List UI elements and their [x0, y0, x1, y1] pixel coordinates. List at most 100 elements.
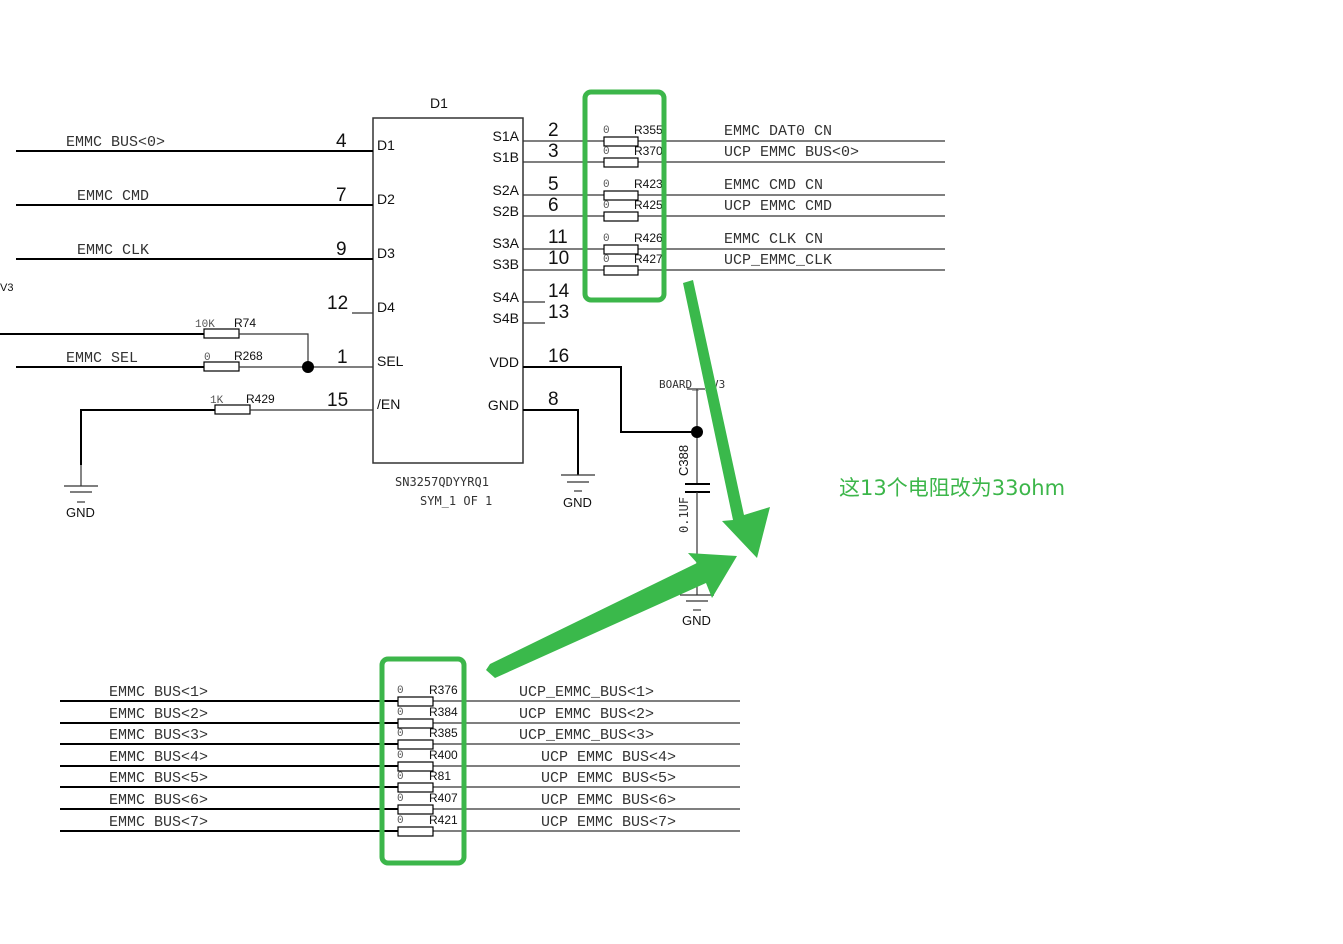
- resistor-refdes: R74: [234, 316, 256, 330]
- pin-number: 5: [548, 174, 559, 195]
- junction-dot: [691, 426, 703, 438]
- resistor-value: 0: [603, 179, 610, 191]
- resistor-refdes: R81: [429, 769, 451, 783]
- ground-symbol: [64, 465, 98, 503]
- net-label: UCP_EMMC_BUS<3>: [519, 727, 654, 744]
- annotation-note: 这13个电阻改为33ohm: [839, 476, 1066, 500]
- resistor-refdes: R400: [429, 748, 458, 762]
- net-label: UCP EMMC BUS<5>: [541, 770, 676, 787]
- net-label: EMMC BUS<1>: [109, 684, 208, 701]
- resistor-body: [603, 157, 639, 168]
- pin-number: 4: [336, 131, 347, 152]
- resistor-row: 0 R376 EMMC BUS<1> UCP_EMMC_BUS<1>: [60, 683, 740, 707]
- pin-name: D1: [377, 137, 395, 153]
- chip-part-number: SN3257QDYYRQ1: [395, 475, 489, 489]
- vdd-wire: [523, 366, 697, 433]
- pin-name: S2A: [493, 182, 520, 198]
- net-label: UCP EMMC BUS<6>: [541, 792, 676, 809]
- resistor-value: 0: [603, 146, 610, 158]
- resistor-body: [397, 696, 434, 707]
- pin-name: S3A: [493, 235, 520, 251]
- resistor-value: 0: [603, 200, 610, 212]
- resistor-value: 0: [397, 707, 404, 719]
- ground-symbol: [561, 474, 595, 492]
- resistor-value: 0: [397, 815, 404, 827]
- pin-number: 7: [336, 185, 347, 206]
- highlight-box-lower: [379, 656, 467, 866]
- pin-number: 2: [548, 120, 559, 141]
- resistor-body: [397, 718, 434, 729]
- resistor-value: 0: [603, 125, 610, 137]
- resistor-refdes: R429: [246, 392, 275, 406]
- resistor-body: [397, 782, 434, 793]
- net-label: UCP EMMC BUS<7>: [541, 814, 676, 831]
- net-label: UCP EMMC BUS<2>: [519, 706, 654, 723]
- pin-number: 1: [337, 347, 348, 368]
- pin-name: S4B: [493, 310, 519, 326]
- arrow-down-icon: [683, 280, 770, 558]
- pin-name: D2: [377, 191, 395, 207]
- pin-name: D3: [377, 245, 395, 261]
- resistor-refdes: R376: [429, 683, 458, 697]
- pin-number: 6: [548, 195, 559, 216]
- power-network: BOARD_ _V3 C388 0.1UF GND GND: [523, 366, 725, 628]
- resistor-body: [397, 826, 434, 837]
- resistor-value: 0: [397, 685, 404, 697]
- pin-number: 9: [336, 239, 347, 260]
- pin-number: 3: [548, 141, 559, 162]
- chip-left-pins: EMMC BUS<0> 4 D1 EMMC CMD 7 D2 EMMC CLK …: [16, 131, 404, 412]
- net-wire: [80, 409, 215, 465]
- net-label: EMMC DAT0 CN: [724, 123, 832, 140]
- resistor-refdes: R426: [634, 231, 663, 245]
- net-label: EMMC SEL: [66, 350, 138, 367]
- net-label: EMMC BUS<0>: [66, 134, 165, 151]
- resistor-body: [397, 804, 434, 815]
- net-label: UCP_EMMC_BUS<1>: [519, 684, 654, 701]
- resistor-refdes: R425: [634, 198, 663, 212]
- pin-number: 8: [548, 389, 559, 410]
- pin-number: 10: [548, 248, 569, 269]
- resistor-refdes: R355: [634, 123, 663, 137]
- chip-symbol-label: SYM_1 OF 1: [420, 494, 492, 508]
- resistor-row: 0 R421 EMMC BUS<7> UCP EMMC BUS<7>: [60, 813, 740, 837]
- resistor-refdes: R427: [634, 252, 663, 266]
- resistor-refdes: R423: [634, 177, 663, 191]
- net-wire: [239, 333, 309, 367]
- net-label: EMMC CLK CN: [724, 231, 823, 248]
- net-label: EMMC BUS<7>: [109, 814, 208, 831]
- net-label: EMMC CMD: [77, 188, 149, 205]
- net-label: UCP_EMMC_CLK: [724, 252, 832, 269]
- resistor-refdes: R268: [234, 349, 263, 363]
- net-label: EMMC BUS<2>: [109, 706, 208, 723]
- resistor-body: [397, 761, 434, 772]
- pin-name: SEL: [377, 353, 404, 369]
- pin-name: S1B: [493, 149, 519, 165]
- ground-label: GND: [66, 505, 95, 520]
- pin-number: 15: [327, 390, 348, 411]
- net-label: EMMC CLK: [77, 242, 149, 259]
- capacitor-value: 0.1UF: [677, 497, 691, 533]
- pin-number: 11: [548, 227, 568, 248]
- net-label: UCP EMMC BUS<0>: [724, 144, 859, 161]
- resistor-row: 0 R355 EMMC DAT0 CN: [523, 123, 945, 147]
- junction-dot: [302, 361, 314, 373]
- gnd-wire: [523, 409, 579, 475]
- net-label: UCP EMMC BUS<4>: [541, 749, 676, 766]
- pin-name: D4: [377, 299, 395, 315]
- resistor-refdes: R421: [429, 813, 458, 827]
- resistor-value: 0: [397, 750, 404, 762]
- resistor-value: 0: [603, 233, 610, 245]
- offpage-label-fragment: V3: [0, 282, 13, 294]
- sel-network: 10K R74 EMMC SEL 0 R268 1K R429 GND: [0, 316, 373, 520]
- pin-name: GND: [488, 397, 519, 413]
- resistor-value: 0: [397, 793, 404, 805]
